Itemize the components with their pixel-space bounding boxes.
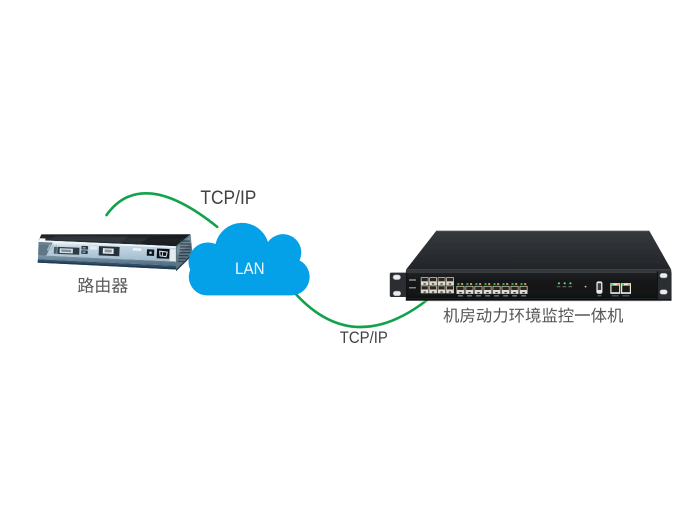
svg-text:LAN: LAN bbox=[235, 260, 265, 278]
svg-text:TCP/IP: TCP/IP bbox=[340, 328, 388, 347]
svg-text:TCP/IP: TCP/IP bbox=[200, 187, 256, 209]
